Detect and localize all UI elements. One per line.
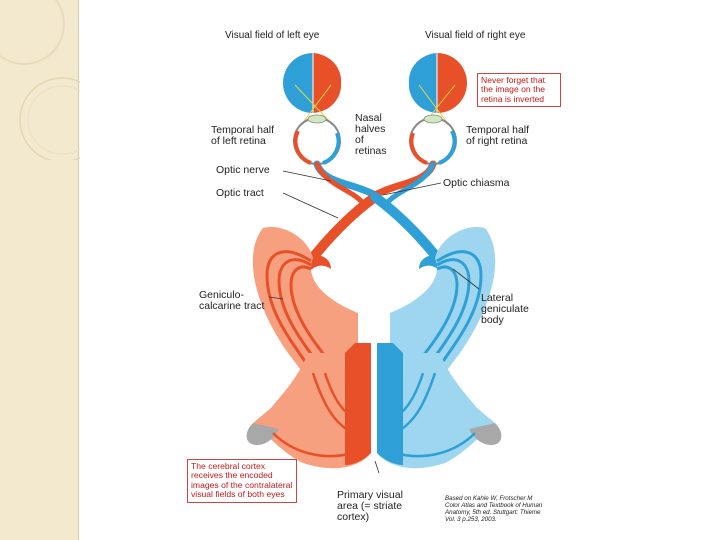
optic-chiasma-label: Optic chiasma [443,177,510,189]
optic-tracts [310,192,440,260]
optic-nerve-label: Optic nerve [216,164,270,176]
visual-pathway-diagram: Visual field of left eye Visual field of… [183,13,565,535]
cortex-receives-note: The cerebral cortex receives the encoded… [187,459,297,503]
field-left-label: Visual field of left eye [225,30,320,41]
visual-field-right-eye [408,53,467,113]
geniculocalcarine-tract-right [390,227,496,374]
visual-cortex-left [246,343,371,469]
sidebar-divider [78,0,79,540]
inverted-image-note: Never forget that the image on the retin… [477,73,561,108]
field-right-label: Visual field of right eye [425,30,526,41]
primary-visual-area-label: Primary visual area (= striate cortex) [337,489,403,523]
geniculocalcarine-label: Geniculo- calcarine tract [199,289,265,312]
left-eyeball [293,114,341,165]
light-rays [294,84,456,126]
visual-cortex-right [377,343,502,469]
source-credit: Based on Kahle W, Frotscher M Color Atla… [445,495,543,523]
nasal-halves-label: Nasal halves of retinas [355,112,387,157]
temporal-half-right-label: Temporal half of right retina [466,124,530,147]
visual-field-left-eye [283,53,342,113]
visual-pathway-illustration [246,53,502,474]
geniculocalcarine-tract-left [252,227,358,374]
optic-nerves [313,160,437,206]
decorative-sidebar [0,0,78,540]
right-eyeball [409,114,457,165]
temporal-half-left-label: Temporal half of left retina [211,124,275,147]
optic-tract-label: Optic tract [216,187,264,199]
lateral-geniculate-label: Lateral geniculate body [481,292,529,326]
leader-lines [268,170,480,474]
decorative-circles [0,0,80,160]
